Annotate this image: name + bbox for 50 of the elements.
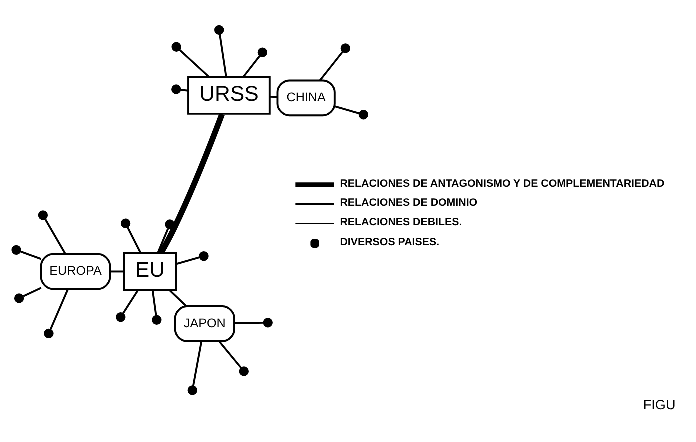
connector xyxy=(180,88,188,92)
node-circle xyxy=(358,110,369,120)
connector xyxy=(50,288,70,330)
connector xyxy=(23,286,42,297)
node-circle xyxy=(188,385,198,395)
connector xyxy=(234,321,264,324)
node-circle xyxy=(214,24,224,35)
node-circle xyxy=(120,218,131,228)
connector xyxy=(44,218,66,254)
node-circle xyxy=(12,244,22,255)
node-circle xyxy=(263,318,273,328)
connector xyxy=(218,340,242,368)
legend-label: RELACIONES DEBILES. xyxy=(340,216,462,228)
node-box: CHINA xyxy=(276,79,336,116)
node-box: JAPON xyxy=(174,305,236,342)
connector xyxy=(169,289,188,307)
connector xyxy=(219,34,228,77)
legend-label: RELACIONES DE ANTAGONISMO Y DE COMPLEMENTARIEDAD xyxy=(340,177,665,190)
node-circle xyxy=(152,314,162,324)
connector xyxy=(157,228,170,253)
node-circle xyxy=(14,293,24,303)
connector xyxy=(20,250,42,260)
node-box: URSS xyxy=(188,76,271,114)
node-box: EUROPA xyxy=(40,252,112,290)
connector xyxy=(122,289,140,314)
node-circle xyxy=(340,43,350,53)
node-circle xyxy=(172,84,182,94)
connector xyxy=(110,270,124,272)
connector xyxy=(242,55,261,78)
connector xyxy=(192,340,203,386)
connector xyxy=(152,290,158,316)
node-circle xyxy=(199,250,209,261)
connector xyxy=(179,48,210,78)
legend-label: DIVERSOS PAISES. xyxy=(340,236,440,248)
legend-label: RELACIONES DE DOMINIO xyxy=(340,196,478,209)
caption: FIGU xyxy=(643,397,676,412)
connector xyxy=(127,226,142,254)
node-circle xyxy=(116,312,126,322)
node-circle xyxy=(165,219,175,229)
node-circle xyxy=(38,210,48,220)
connector xyxy=(334,105,360,114)
node-circle xyxy=(44,328,54,338)
node-circle xyxy=(258,47,268,57)
connector xyxy=(320,51,344,81)
connector xyxy=(158,112,225,254)
node-circle xyxy=(239,366,249,376)
node-box: EU xyxy=(123,252,178,291)
connector xyxy=(270,95,278,98)
node-circle xyxy=(172,42,182,52)
connector xyxy=(176,256,200,265)
